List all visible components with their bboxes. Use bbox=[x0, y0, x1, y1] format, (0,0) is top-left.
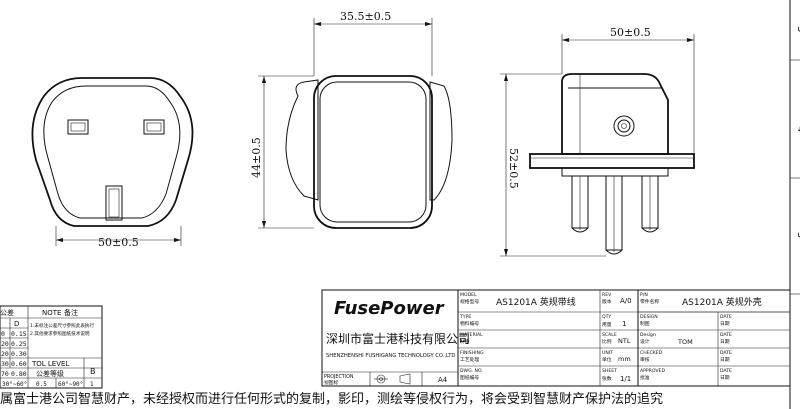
tol-footer-a: 30°~60° bbox=[2, 381, 27, 388]
dim-side-height: 52±0.5 bbox=[507, 148, 520, 189]
tol-note-line2: 2.其他要求参照图纸技术说明 bbox=[30, 330, 90, 337]
sheet-cn: 张数 bbox=[602, 375, 612, 382]
tol-note-cn: 备注 bbox=[64, 308, 78, 317]
pn-label: P/N bbox=[640, 292, 648, 298]
brand-logo: FusePower bbox=[334, 298, 445, 319]
company-name-en: SHENZHENSHI FUSHIGANG TECHNOLOGY CO.,LTD bbox=[326, 353, 455, 359]
dim-front-top-width: 35.5±0.5 bbox=[340, 10, 391, 23]
tol-row-0-b: 0.15 bbox=[11, 330, 27, 338]
tol-title: 公差 bbox=[0, 308, 14, 317]
dwg-cn: 图纸编号 bbox=[460, 374, 479, 381]
approved-cn: 批准 bbox=[640, 374, 650, 381]
tol-col-d: D bbox=[14, 320, 19, 328]
model-label: MODEL bbox=[460, 292, 477, 298]
scale-label: SCALE bbox=[602, 332, 617, 338]
tol-row-0-a: 0 bbox=[1, 330, 5, 338]
qty-value: 1 bbox=[622, 320, 626, 328]
date-cn-4: 日期 bbox=[720, 375, 730, 381]
ip-notice: 属富士港公司智慧财产，未经授权而进行任何形式的复制，影印，测绘等侵权行为，将会受… bbox=[0, 391, 663, 407]
tol-footer-c: 60°~90° bbox=[58, 381, 83, 388]
checked-label: CHECKED bbox=[640, 350, 663, 356]
pn-value: AS1201A 英规外壳 bbox=[682, 296, 762, 308]
sheet-label: SHEET bbox=[602, 368, 617, 374]
tol-row-3-a: 30 bbox=[1, 360, 9, 368]
qty-label: QTY bbox=[602, 314, 611, 320]
tol-grade: B bbox=[90, 367, 96, 376]
date-label-2: DATE bbox=[720, 332, 732, 338]
paper-size: A4 bbox=[438, 376, 448, 384]
dim-side-width: 50±0.5 bbox=[610, 26, 651, 39]
company-name-cn: 深圳市富士港科技有限公司 bbox=[326, 331, 470, 346]
tol-row-2-a: 20 bbox=[1, 350, 9, 358]
border-mark-4: 4 bbox=[795, 126, 800, 132]
type-cn: 物料编号 bbox=[460, 320, 479, 327]
unit-cn: 单位 bbox=[602, 356, 612, 363]
date-label-4: DATE bbox=[720, 368, 732, 374]
tol-row-2-b: 0.30 bbox=[11, 350, 27, 358]
tol-row-4-a: 70 bbox=[1, 370, 9, 378]
design2-label: Design bbox=[640, 332, 656, 338]
plug-rear-view bbox=[258, 18, 453, 229]
tol-row-4-b: 0.80 bbox=[11, 370, 27, 378]
plug-side-view bbox=[500, 34, 695, 257]
material-cn: 材质 bbox=[460, 338, 470, 345]
sheet-value: 1/1 bbox=[620, 375, 631, 383]
unit-value: mm bbox=[618, 355, 631, 363]
projection-cn: 视图标 bbox=[324, 379, 339, 386]
scale-value: NTL bbox=[618, 337, 631, 345]
pn-cn: 零件名称 bbox=[640, 298, 659, 305]
design2-cn: 设计 bbox=[640, 338, 650, 345]
date-cn-2: 日期 bbox=[720, 339, 730, 345]
design-cn: 制图 bbox=[640, 320, 650, 327]
approved-label: APPROVED bbox=[640, 368, 665, 374]
tol-level-label: TOL LEVEL bbox=[31, 360, 69, 368]
title-block bbox=[321, 289, 791, 387]
date-cn-3: 日期 bbox=[720, 357, 730, 363]
dim-left-width: 50±0.5 bbox=[98, 236, 139, 249]
model-value: AS1201A 英规带线 bbox=[496, 296, 576, 308]
plug-face-view bbox=[31, 77, 194, 246]
dwg-label: DWG. NO. bbox=[460, 368, 483, 374]
rev-label: REV bbox=[602, 292, 612, 298]
tol-footer-d: 1 bbox=[90, 381, 94, 388]
tol-row-1-a: 20 bbox=[1, 340, 9, 348]
material-label: MATERIAL bbox=[460, 332, 483, 338]
tolerance-table bbox=[0, 305, 103, 389]
rev-cn: 版本 bbox=[602, 298, 612, 305]
type-label: TYPE bbox=[459, 314, 471, 320]
qty-cn: 用量 bbox=[602, 321, 612, 328]
finishing-cn: 工艺处理 bbox=[460, 356, 479, 363]
tol-footer-b: 0.5 bbox=[36, 381, 47, 388]
tol-note-line1: 1.未标注公差尺寸参照此表执行 bbox=[30, 322, 95, 329]
date-label-3: DATE bbox=[720, 350, 732, 356]
tol-row-3-b: 0.60 bbox=[11, 360, 27, 368]
tol-level-cn: 公差等级 bbox=[36, 369, 64, 378]
checked-cn: 审核 bbox=[640, 356, 650, 363]
border-mark-5: 5 bbox=[795, 232, 800, 238]
tol-note-label: NOTE bbox=[42, 309, 61, 317]
rev-value: A/0 bbox=[620, 297, 632, 305]
scale-cn: 比例 bbox=[602, 338, 612, 345]
designer-name: TOM bbox=[677, 338, 693, 346]
date-cn-1: 日期 bbox=[720, 321, 730, 327]
projection-label: PROJECTION bbox=[324, 374, 354, 380]
model-cn: 规格型号 bbox=[460, 298, 479, 305]
dim-front-height: 44±0.5 bbox=[250, 137, 263, 178]
tol-row-1-b: 0.25 bbox=[11, 340, 27, 348]
design-label: DESIGN bbox=[640, 314, 658, 320]
unit-label: UNIT bbox=[602, 350, 613, 356]
date-label-1: DATE bbox=[720, 314, 732, 320]
border-mark-3: 3 bbox=[795, 26, 800, 32]
finishing-label: FINISHING bbox=[460, 350, 484, 356]
